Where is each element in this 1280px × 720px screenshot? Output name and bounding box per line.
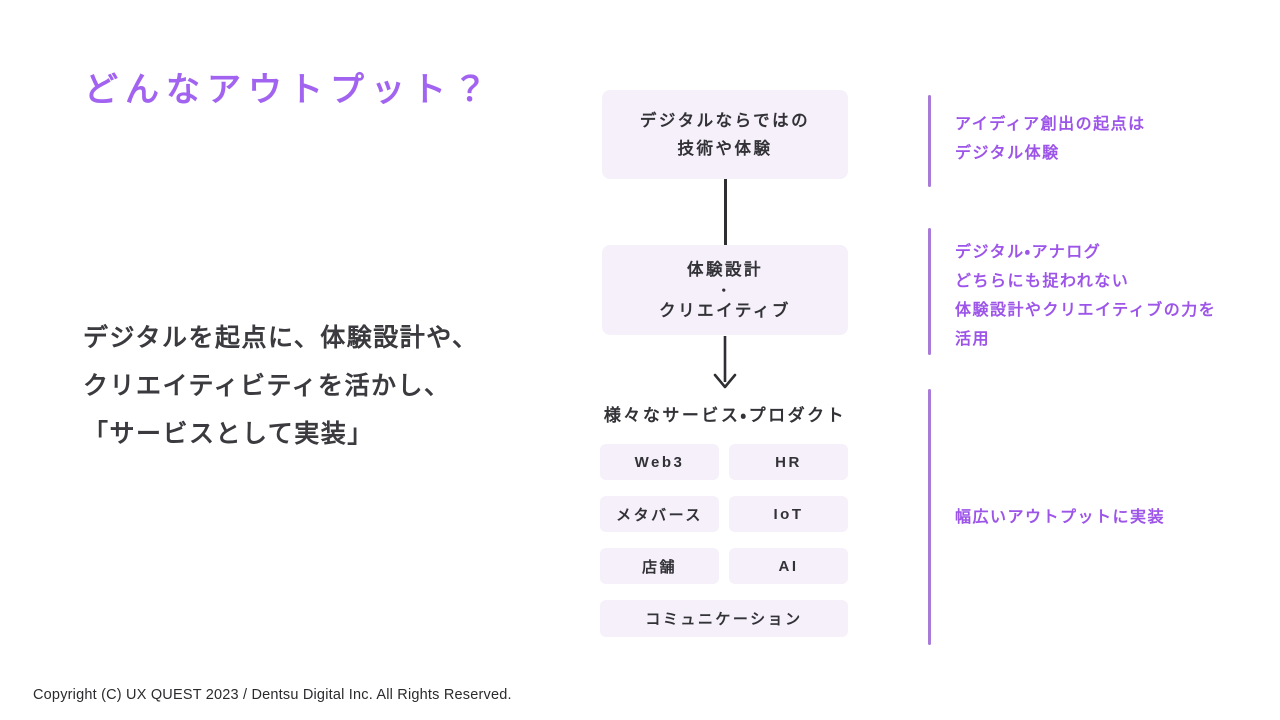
flow-box-line: 体験設計 [687, 260, 763, 279]
flow-box-line: 技術や体験 [677, 139, 773, 158]
products-heading: 様々なサービス・プロダクト [603, 406, 847, 425]
page-title: どんなアウトプット？ [84, 71, 494, 109]
flow-box-line: デジタルならではの [639, 111, 811, 130]
product-chip-store: 店舗 [600, 548, 719, 584]
product-chip-hr: HR [729, 444, 848, 480]
flow-box-experience-creative: 体験設計 ・ クリエイティブ [602, 245, 848, 335]
annotation-rule-1 [928, 95, 931, 187]
connector-line [724, 179, 727, 245]
product-chip-metaverse: メタバース [600, 496, 719, 532]
copyright-text: Copyright (C) UX QUEST 2023 / Dentsu Dig… [33, 687, 512, 703]
annotation-line: どちらにも捉われない [955, 273, 1130, 290]
annotation-line: 体験設計やクリエイティブの力を [955, 302, 1217, 319]
product-chip-web3: Web3 [600, 444, 719, 480]
summary-line: クリエイティビティを活かし、 [83, 372, 451, 400]
annotation-line: 活用 [955, 331, 991, 348]
summary-text: デジタルを起点に、体験設計や、 クリエイティビティを活かし、 「サービスとして実… [83, 314, 543, 458]
annotation-idea-origin: アイディア創出の起点は デジタル体験 [955, 110, 1255, 168]
annotation-line: アイディア創出の起点は [955, 116, 1146, 133]
product-chip-communication: コミュニケーション [600, 600, 848, 637]
middle-dot: ・ [717, 282, 733, 298]
annotation-line: デジタル・アナログ [955, 244, 1102, 261]
down-arrow-icon [713, 336, 737, 389]
annotation-digital-analog: デジタル・アナログ どちらにも捉われない 体験設計やクリエイティブの力を 活用 [955, 238, 1255, 354]
summary-line: デジタルを起点に、体験設計や、 [83, 324, 479, 352]
annotation-rule-3 [928, 389, 931, 645]
product-chip-iot: IoT [729, 496, 848, 532]
annotation-line: 幅広いアウトプットに実装 [955, 509, 1166, 526]
product-chip-ai: AI [729, 548, 848, 584]
annotation-line: デジタル体験 [955, 145, 1060, 162]
annotation-rule-2 [928, 228, 931, 355]
summary-line: 「サービスとして実装」 [83, 420, 374, 448]
flow-box-line: クリエイティブ [659, 301, 791, 320]
annotation-wide-output: 幅広いアウトプットに実装 [955, 503, 1255, 532]
flow-box-digital-tech: デジタルならではの 技術や体験 [602, 90, 848, 179]
